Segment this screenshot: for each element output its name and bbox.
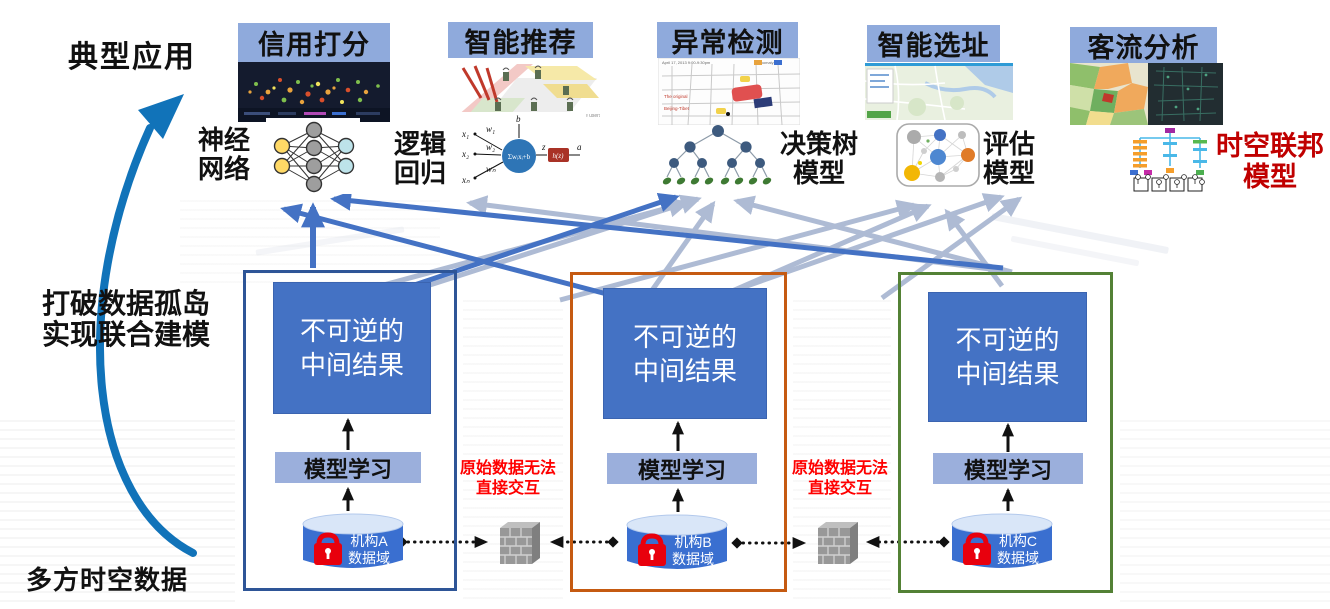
model-label-line: 网络 xyxy=(197,154,250,184)
party-a-result-box: 不可逆的 中间结果 xyxy=(273,282,431,414)
svg-text:w₁: w₁ xyxy=(486,124,495,134)
svg-text:The original: The original xyxy=(664,94,688,99)
svg-text:x₂: x₂ xyxy=(461,149,469,159)
party-c-model-learning: 模型学习 xyxy=(933,453,1083,484)
spatiotemporal-federated-icon xyxy=(1128,126,1212,197)
party-internal-arrows xyxy=(342,417,1014,512)
lock-icon xyxy=(963,532,991,565)
curved-flow-arrow xyxy=(96,94,197,557)
neural-network-diagram xyxy=(266,118,360,199)
svg-text:xₙ: xₙ xyxy=(461,175,470,185)
evaluation-model-icon xyxy=(896,123,980,192)
svg-text:b: b xyxy=(516,114,521,124)
flow-analysis-thumbnail xyxy=(1070,63,1223,125)
app-header-anomaly-detection: 异常检测 xyxy=(657,22,798,58)
no-raw-data-warning-2: 原始数据无法 直接交互 xyxy=(782,459,898,499)
app-header-credit-scoring: 信用打分 xyxy=(238,23,390,62)
svg-text:机构B: 机构B xyxy=(674,534,711,550)
model-label-logistic-regression: 逻辑 回归 xyxy=(388,130,452,188)
result-text-line: 中间结果 xyxy=(632,355,737,386)
smart-recommendation-thumbnail: Mobile users xyxy=(447,58,600,120)
svg-text:数据域: 数据域 xyxy=(672,551,714,567)
firewall-icon-2 xyxy=(812,518,862,573)
party-a-model-learning: 模型学习 xyxy=(275,452,421,483)
anomaly-detection-thumbnail: April 17, 2013 9:00-9:30pm Anomaly The or… xyxy=(658,58,800,125)
model-label-decision-tree: 决策树 模型 xyxy=(772,130,866,188)
break-silos-label: 打破数据孤岛 实现联合建模 xyxy=(22,288,230,350)
credit-scoring-thumbnail xyxy=(238,62,390,122)
svg-text:April 17, 2013 9:00-9:30pm: April 17, 2013 9:00-9:30pm xyxy=(662,60,711,65)
model-label-line: 神经 xyxy=(197,125,250,155)
result-text-line: 中间结果 xyxy=(299,350,404,380)
firewall-icon-1 xyxy=(494,518,544,573)
warning-line: 原始数据无法 xyxy=(791,460,888,477)
svg-text:h(z): h(z) xyxy=(553,152,565,160)
svg-text:x₁: x₁ xyxy=(461,129,469,139)
model-label-line: 模型 xyxy=(1243,162,1297,192)
multiparty-data-label: 多方时空数据 xyxy=(26,565,189,595)
app-header-flow-analysis: 客流分析 xyxy=(1070,27,1217,63)
svg-text:Mobile users: Mobile users xyxy=(573,113,600,119)
result-text-line: 不可逆的 xyxy=(955,325,1060,355)
model-label-line: 决策树 xyxy=(779,129,858,159)
lock-icon xyxy=(638,533,666,566)
warning-line: 直接交互 xyxy=(807,480,872,497)
break-silos-line1: 打破数据孤岛 xyxy=(41,288,210,319)
no-raw-data-warning-1: 原始数据无法 直接交互 xyxy=(450,459,566,499)
model-label-line: 评估 xyxy=(982,129,1035,159)
party-a-data-cylinder: 机构A 数据域 xyxy=(301,512,405,579)
logistic-regression-diagram: x₁ x₂ xₙ w₁ w₂ wₙ b z a Σwᵢxᵢ+b h(z) xyxy=(456,112,586,199)
model-label-neural-network: 神经 网络 xyxy=(192,126,256,184)
party-b-result-box: 不可逆的 中间结果 xyxy=(603,288,767,419)
model-label-line: 模型 xyxy=(982,158,1035,188)
party-box-b xyxy=(570,272,787,592)
warning-line: 原始数据无法 xyxy=(459,460,556,477)
break-silos-line2: 实现联合建模 xyxy=(41,319,210,350)
warning-line: 直接交互 xyxy=(475,480,540,497)
lock-icon xyxy=(314,532,342,565)
site-selection-thumbnail xyxy=(865,63,1013,120)
result-text-line: 不可逆的 xyxy=(632,321,737,352)
svg-text:Anomaly: Anomaly xyxy=(758,60,774,65)
app-header-smart-recommendation: 智能推荐 xyxy=(448,22,593,58)
svg-text:w₂: w₂ xyxy=(486,142,495,152)
decision-tree-diagram xyxy=(660,122,776,195)
model-label-line: 模型 xyxy=(792,158,845,188)
model-label-spatiotemporal-federated: 时空联邦 模型 xyxy=(1210,131,1330,193)
svg-text:Σwᵢxᵢ+b: Σwᵢxᵢ+b xyxy=(508,153,531,161)
svg-text:机构C: 机构C xyxy=(999,533,1037,549)
model-label-line: 回归 xyxy=(393,158,446,188)
svg-text:机构A: 机构A xyxy=(350,533,388,549)
svg-text:数据域: 数据域 xyxy=(348,550,390,566)
party-b-data-cylinder: 机构B 数据域 xyxy=(625,513,729,580)
model-label-evaluation: 评估 模型 xyxy=(978,130,1040,188)
party-c-data-cylinder: 机构C 数据域 xyxy=(950,512,1054,579)
svg-text:z: z xyxy=(541,142,546,152)
typical-applications-label: 典型应用 xyxy=(68,41,196,74)
svg-text:a: a xyxy=(577,142,582,152)
svg-text:Beijing-Tibet: Beijing-Tibet xyxy=(664,106,690,111)
party-box-a xyxy=(243,270,457,591)
party-box-c xyxy=(898,272,1113,593)
model-label-line: 逻辑 xyxy=(393,129,446,159)
svg-text:数据域: 数据域 xyxy=(997,550,1039,566)
party-b-model-learning: 模型学习 xyxy=(607,453,757,484)
app-header-site-selection: 智能选址 xyxy=(867,25,1000,62)
result-text-line: 不可逆的 xyxy=(299,316,404,346)
party-c-result-box: 不可逆的 中间结果 xyxy=(928,292,1087,422)
model-label-line: 时空联邦 xyxy=(1216,131,1324,161)
result-text-line: 中间结果 xyxy=(955,359,1060,389)
